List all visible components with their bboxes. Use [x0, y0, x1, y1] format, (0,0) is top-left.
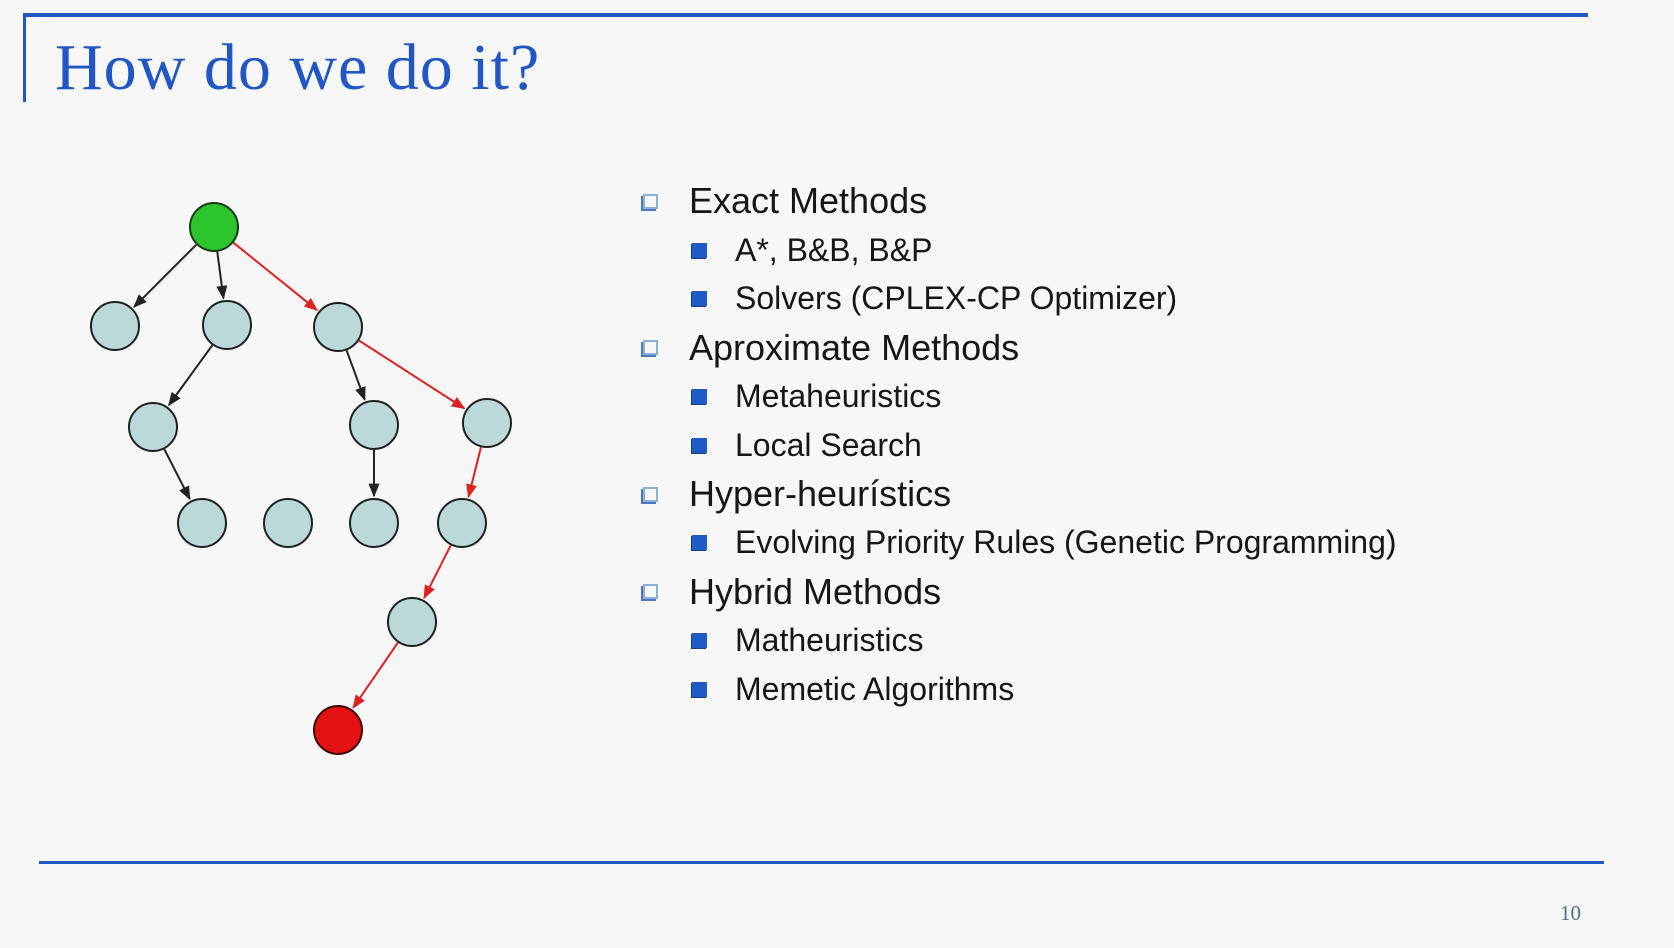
tree-edge: [168, 344, 214, 407]
solution-path-edge: [358, 339, 466, 410]
solid-square-bullet-icon: [692, 633, 707, 649]
list-item-label: Evolving Priority Rules (Genetic Program…: [735, 524, 1397, 561]
title-frame-top-rule: [23, 13, 1588, 17]
hollow-square-bullet-icon: [643, 584, 658, 600]
list-item-label: Aproximate Methods: [689, 326, 1020, 368]
list-item-label: Hybrid Methods: [689, 570, 942, 612]
goal-node: [313, 705, 363, 755]
hollow-square-bullet-icon: [643, 193, 658, 209]
solid-square-bullet-icon: [692, 389, 707, 405]
tree-edge: [216, 251, 228, 300]
list-item-label: Hyper-heurístics: [689, 473, 952, 515]
tree-node: [128, 402, 178, 452]
page-title: How do we do it?: [55, 31, 541, 104]
tree-node: [313, 302, 363, 352]
list-item: Hyper-heurístics: [640, 470, 1397, 519]
tree-node: [349, 400, 399, 450]
solution-path-edge: [423, 544, 452, 600]
search-tree-diagram: [90, 202, 512, 755]
hollow-square-bullet-icon: [643, 486, 658, 502]
solid-square-bullet-icon: [692, 291, 707, 307]
list-item-label: Exact Methods: [689, 180, 928, 222]
tree-node: [462, 398, 512, 448]
tree-node: [177, 498, 227, 548]
solution-path-edge: [466, 447, 482, 499]
solid-square-bullet-icon: [692, 437, 707, 453]
list-item-label: A*, B&B, B&P: [735, 231, 933, 268]
list-item: Solvers (CPLEX-CP Optimizer): [640, 275, 1397, 324]
solid-square-bullet-icon: [692, 242, 707, 258]
list-item: Aproximate Methods: [640, 323, 1397, 372]
start-node: [189, 202, 239, 252]
list-item: A*, B&B, B&P: [640, 226, 1397, 275]
hollow-square-bullet-icon: [643, 340, 658, 356]
solid-square-bullet-icon: [692, 535, 707, 551]
list-item-label: Matheuristics: [735, 622, 924, 659]
list-item: Local Search: [640, 421, 1397, 470]
tree-edge: [345, 350, 366, 401]
list-item: Hybrid Methods: [640, 567, 1397, 616]
tree-edge: [133, 243, 198, 308]
tree-node: [263, 498, 313, 548]
list-item-label: Solvers (CPLEX-CP Optimizer): [735, 280, 1178, 317]
solution-path-edge: [232, 241, 319, 311]
list-item: Evolving Priority Rules (Genetic Program…: [640, 519, 1397, 568]
solution-path-edge: [352, 642, 399, 709]
list-item-label: Local Search: [735, 426, 922, 463]
tree-node: [202, 300, 252, 350]
list-item: Metaheuristics: [640, 372, 1397, 421]
tree-node: [349, 498, 399, 548]
list-item: Memetic Algorithms: [640, 665, 1397, 714]
list-item-label: Metaheuristics: [735, 378, 942, 415]
page-number: 10: [1560, 901, 1581, 925]
tree-node: [387, 597, 437, 647]
tree-edge: [163, 448, 191, 501]
tree-node: [90, 301, 140, 351]
list-item: Exact Methods: [640, 177, 1397, 226]
tree-node: [437, 498, 487, 548]
list-item: Matheuristics: [640, 616, 1397, 665]
footer-rule: [39, 861, 1604, 864]
solid-square-bullet-icon: [692, 681, 707, 697]
title-frame-left-rule: [23, 13, 26, 102]
methods-list: Exact Methods A*, B&B, B&P Solvers (CPLE…: [640, 177, 1397, 714]
list-item-label: Memetic Algorithms: [735, 670, 1015, 707]
